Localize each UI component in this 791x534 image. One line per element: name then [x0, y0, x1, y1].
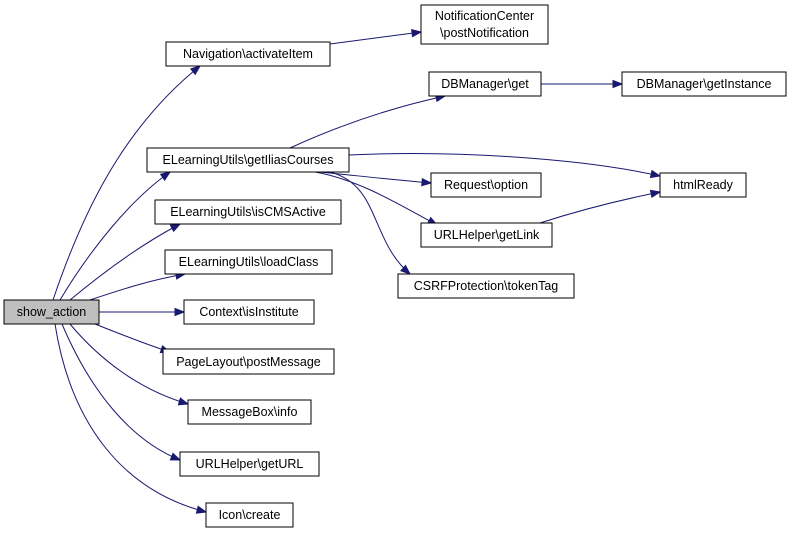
edge-show-action-to-icon-create-arrowhead — [195, 505, 208, 514]
edge-elearning-get-ilias-courses-to-html-ready-arrowhead — [649, 169, 662, 179]
node-label: CSRFProtection\tokenTag — [414, 279, 559, 293]
edge-elearning-get-ilias-courses-to-url-helper-get-link — [314, 171, 438, 226]
node-label: Navigation\activateItem — [183, 47, 313, 61]
node-show-action[interactable]: show_action — [3, 299, 100, 325]
edges-layer — [52, 29, 662, 514]
node-label: Request\option — [444, 178, 528, 192]
edge-show-action-to-elearning-is-cms-active-arrowhead — [169, 223, 182, 233]
edge-elearning-get-ilias-courses-to-csrf-token-tag-arrowhead — [400, 264, 412, 275]
node-label: htmlReady — [673, 178, 733, 192]
node-context-is-institute[interactable]: Context\isInstitute — [183, 299, 315, 325]
node-page-layout-post-message[interactable]: PageLayout\postMessage — [162, 348, 335, 375]
edge-show-action-to-navigation-activate-item — [52, 65, 201, 301]
edge-show-action-to-url-helper-get-url-arrowhead — [169, 452, 182, 461]
node-label: URLHelper\getURL — [196, 457, 304, 471]
node-elearning-get-ilias-courses[interactable]: ELearningUtils\getIliasCourses — [146, 147, 350, 173]
node-label: MessageBox\info — [202, 405, 298, 419]
edge-navigation-activate-item-to-notification-center-post — [329, 31, 422, 45]
node-elearning-is-cms-active[interactable]: ELearningUtils\isCMSActive — [154, 199, 342, 225]
node-label: Context\isInstitute — [199, 305, 298, 319]
edge-url-helper-get-link-to-html-ready — [539, 191, 661, 224]
edge-show-action-to-navigation-activate-item-arrowhead — [189, 65, 202, 76]
edge-elearning-get-ilias-courses-to-html-ready — [348, 153, 661, 177]
node-request-option[interactable]: Request\option — [430, 172, 542, 198]
node-label: DBManager\getInstance — [637, 77, 772, 91]
node-icon-create[interactable]: Icon\create — [205, 502, 294, 528]
edge-dbmanager-get-to-dbmanager-get-instance-arrowhead — [612, 79, 624, 89]
edge-show-action-to-context-is-institute-arrowhead — [174, 307, 186, 317]
edge-navigation-activate-item-to-notification-center-post-arrowhead — [411, 29, 423, 38]
edge-show-action-to-icon-create — [54, 323, 207, 513]
node-url-helper-get-url[interactable]: URLHelper\getURL — [179, 451, 320, 477]
node-label: URLHelper\getLink — [434, 228, 540, 242]
edge-show-action-to-message-box-info — [69, 323, 189, 405]
node-label: ELearningUtils\isCMSActive — [170, 205, 326, 219]
node-navigation-activate-item[interactable]: Navigation\activateItem — [165, 41, 331, 67]
node-dbmanager-get[interactable]: DBManager\get — [428, 71, 542, 97]
node-url-helper-get-link[interactable]: URLHelper\getLink — [420, 222, 553, 248]
node-label: PageLayout\postMessage — [176, 355, 321, 369]
node-dbmanager-get-instance[interactable]: DBManager\getInstance — [621, 71, 787, 97]
node-message-box-info[interactable]: MessageBox\info — [187, 399, 312, 425]
edge-show-action-to-page-layout-post-message — [94, 323, 171, 353]
edge-show-action-to-message-box-info-arrowhead — [177, 397, 190, 406]
edge-url-helper-get-link-to-html-ready-arrowhead — [649, 189, 662, 199]
node-label: ELearningUtils\loadClass — [179, 255, 319, 269]
node-label-line-1: NotificationCenter — [435, 9, 534, 23]
node-label: ELearningUtils\getIliasCourses — [163, 153, 334, 167]
edge-show-action-to-elearning-load-class — [89, 273, 186, 301]
edge-elearning-get-ilias-courses-to-request-option-arrowhead — [421, 177, 433, 187]
edge-elearning-get-ilias-courses-to-csrf-token-tag — [329, 171, 411, 275]
edge-show-action-to-elearning-is-cms-active — [69, 223, 181, 301]
node-html-ready[interactable]: htmlReady — [659, 172, 747, 198]
node-label-line-2: \postNotification — [440, 26, 529, 40]
edge-elearning-get-ilias-courses-to-dbmanager-get — [289, 95, 446, 149]
node-label: DBManager\get — [441, 77, 529, 91]
node-label: Icon\create — [219, 508, 281, 522]
edge-show-action-to-url-helper-get-url — [61, 323, 181, 461]
edge-elearning-get-ilias-courses-to-request-option — [319, 171, 432, 184]
node-label: show_action — [17, 305, 87, 319]
edge-show-action-to-elearning-get-ilias-courses — [59, 171, 171, 301]
node-notification-center-post[interactable]: NotificationCenter \postNotification — [420, 4, 549, 45]
edge-show-action-to-elearning-get-ilias-courses-arrowhead — [159, 171, 172, 181]
node-csrf-token-tag[interactable]: CSRFProtection\tokenTag — [397, 273, 575, 299]
node-elearning-load-class[interactable]: ELearningUtils\loadClass — [164, 249, 333, 275]
